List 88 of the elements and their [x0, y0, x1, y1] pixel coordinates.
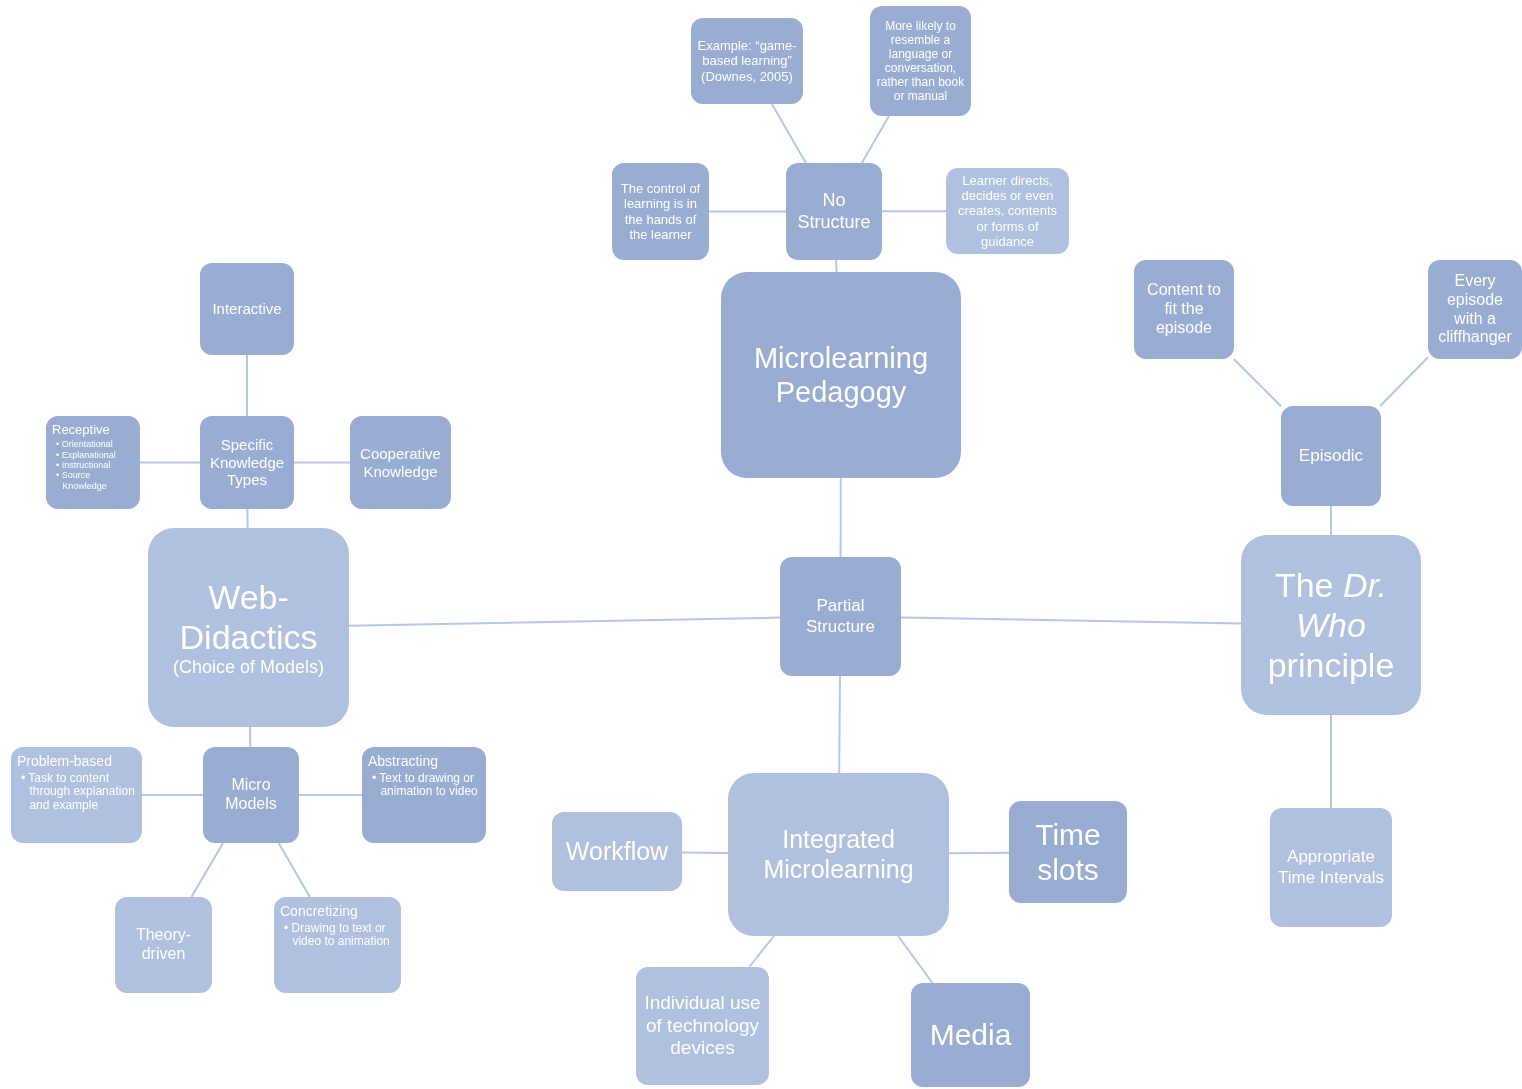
node-label: Media [928, 1017, 1013, 1053]
bullet-text: • Task to content through explanation and example [21, 771, 136, 813]
concept-box [203, 747, 299, 843]
connector-line [900, 616, 1242, 625]
concept-box [1134, 260, 1234, 359]
connector-line [141, 794, 204, 796]
node-label: Individual use of technology devices [643, 992, 762, 1060]
node-label: Appropriate Time Intervals [1276, 847, 1386, 888]
connector-line [1330, 714, 1332, 809]
connector-line [1330, 505, 1332, 536]
node-label: Example: “game-based learning” (Downes, 2005) [696, 38, 798, 84]
node-label: Every episode with a cliffhanger [1437, 271, 1513, 348]
connector-line [246, 508, 249, 529]
connector-line [190, 842, 224, 898]
concept-box [1009, 801, 1127, 903]
node-label: Partial Structure [805, 596, 876, 637]
bullet-text: • Source Knowledge [56, 470, 108, 492]
connector-line [246, 354, 248, 417]
concept-box [1281, 406, 1381, 506]
concept-box [780, 557, 901, 676]
connector-line [277, 842, 311, 898]
concept-box [1270, 808, 1392, 927]
connector-line [1379, 356, 1429, 407]
concept-box [721, 272, 961, 478]
concept-box [552, 812, 682, 891]
concept-box [786, 163, 882, 260]
concept-box [636, 967, 769, 1085]
connector-line [348, 616, 781, 627]
subtitle-text: (Choice of Models) [171, 657, 326, 679]
concept-box [612, 163, 709, 260]
bullet-text: • Instructional [56, 460, 112, 471]
bullet-text: • Drawing to text or video to animation [284, 921, 391, 950]
node-label: Integrated Microlearning [762, 825, 915, 884]
node-label: Episodic [1297, 445, 1365, 466]
connector-line [770, 103, 807, 164]
concept-box [946, 168, 1069, 254]
heading-text: Concretizing [280, 903, 358, 920]
concept-box [350, 416, 451, 509]
concept-box [728, 773, 949, 936]
connector-line [948, 851, 1010, 855]
bullet-text: • Explanational [56, 449, 117, 460]
heading-text: Receptive [52, 422, 110, 438]
node-label: No Structure [796, 190, 872, 233]
connector-line [249, 726, 252, 748]
connector-line [298, 794, 363, 796]
concept-box [870, 6, 971, 116]
connector-line [860, 115, 890, 164]
node-label: Time slots [1034, 816, 1102, 888]
concept-box [274, 897, 401, 993]
node-label: More likely to resemble a language or conversation, rather than book or manual [875, 18, 966, 104]
heading-text: Abstracting [368, 753, 439, 770]
concept-box [46, 416, 140, 509]
node-label: The Dr. Who principle [1266, 564, 1396, 686]
node-label: Cooperative Knowledge [359, 444, 442, 481]
node-label: Content to fit the episode [1146, 281, 1222, 338]
connector-line [897, 935, 934, 984]
node-label: The control of learning is in the hands of the learner [619, 180, 702, 243]
connector-line [835, 259, 838, 273]
concept-box [115, 897, 212, 993]
node-label: Theory-driven [134, 926, 193, 964]
concept-box [691, 18, 803, 104]
connector-line [838, 675, 841, 774]
node-label: Specific Knowledge Types [208, 435, 286, 490]
connector-line [139, 461, 201, 464]
node-label: Learner directs, decides or even creates, contents or forms of guidance [957, 172, 1058, 250]
connector-line [748, 935, 775, 968]
bullet-text: • Orientational [56, 439, 114, 450]
concept-box [1241, 535, 1421, 715]
node-label: Interactive [211, 300, 283, 318]
bullet-text: • Text to drawing or animation to video [372, 771, 479, 800]
connector-line [839, 477, 842, 558]
concept-box [911, 983, 1030, 1087]
connector-line [1232, 358, 1282, 408]
node-label: Workflow [564, 836, 670, 867]
connector-line [293, 461, 351, 464]
connector-line [708, 210, 787, 213]
concept-box [148, 528, 349, 727]
concept-box [1428, 260, 1522, 359]
connector-line [881, 210, 947, 213]
node-label: Web-Didactics [178, 576, 319, 657]
concept-box [362, 747, 486, 843]
node-label: Micro Models [224, 776, 278, 814]
connector-line [681, 851, 729, 854]
concept-box [200, 416, 294, 509]
node-label: Microlearning Pedagogy [752, 340, 930, 410]
concept-box [11, 747, 142, 843]
concept-box [200, 263, 294, 355]
heading-text: Problem-based [17, 753, 112, 770]
